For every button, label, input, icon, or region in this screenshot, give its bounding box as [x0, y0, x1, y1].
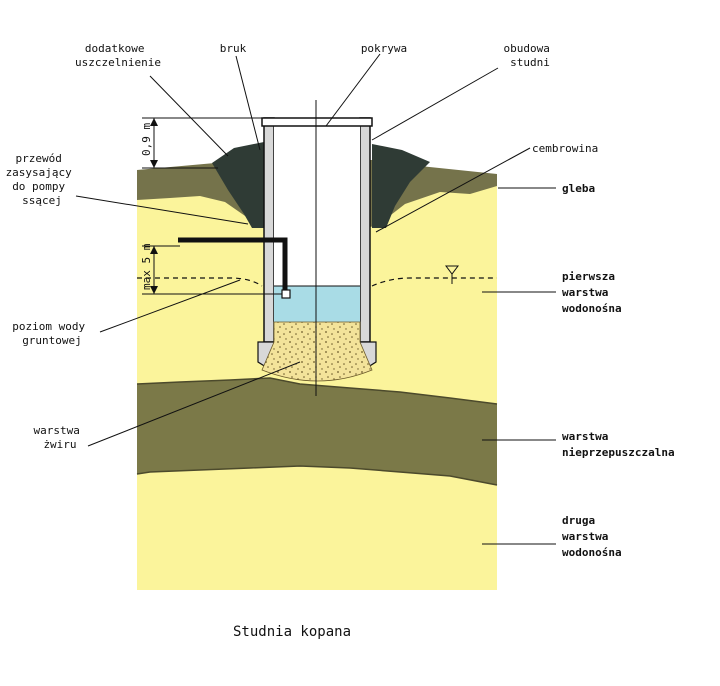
- gravel-layer: [261, 321, 373, 382]
- dimension-top: [142, 117, 262, 169]
- impermeable-bottom-edge: [136, 465, 498, 486]
- label-paving: bruk: [220, 42, 247, 55]
- label-gravel-layer: warstwa żwiru: [34, 424, 87, 451]
- extra-seal-right: [372, 144, 430, 228]
- suction-pipe: [178, 237, 288, 294]
- label-extra-seal: dodatkowe uszczelnienie: [75, 42, 161, 69]
- suction-pipe-inlet: [281, 289, 291, 299]
- well-casing-right-wall: [359, 117, 371, 343]
- diagram-caption: Studnia kopana: [233, 624, 351, 640]
- well-casing-left-wall: [263, 117, 275, 343]
- impermeable-layer: [137, 378, 497, 485]
- impermeable-top-edge: [136, 377, 498, 405]
- label-groundwater-level: poziom wody gruntowej: [12, 320, 91, 347]
- label-casing: obudowa studni: [504, 42, 557, 69]
- label-lining: cembrowina: [532, 142, 598, 155]
- label-impermeable-layer: warstwa nieprzepuszczalna: [562, 430, 675, 459]
- extra-seal-left: [212, 142, 264, 228]
- well-cover: [261, 117, 373, 127]
- label-soil: gleba: [562, 182, 595, 195]
- well-interior: [274, 126, 360, 286]
- dimension-top-label: 0,9 m: [140, 123, 153, 156]
- dimension-depth: [142, 245, 282, 295]
- label-cover: pokrywa: [361, 42, 407, 55]
- label-suction-pipe: przewód zasysający do pompy ssącej: [6, 152, 79, 207]
- label-first-aquifer: pierwsza warstwa wodonośna: [562, 270, 622, 315]
- dimension-depth-label: max 5 m: [140, 243, 153, 290]
- water-level-symbol-icon: [445, 265, 459, 284]
- groundwater-level-line: [137, 277, 497, 287]
- label-second-aquifer: druga warstwa wodonośna: [562, 514, 622, 559]
- leader-lines: [75, 53, 556, 545]
